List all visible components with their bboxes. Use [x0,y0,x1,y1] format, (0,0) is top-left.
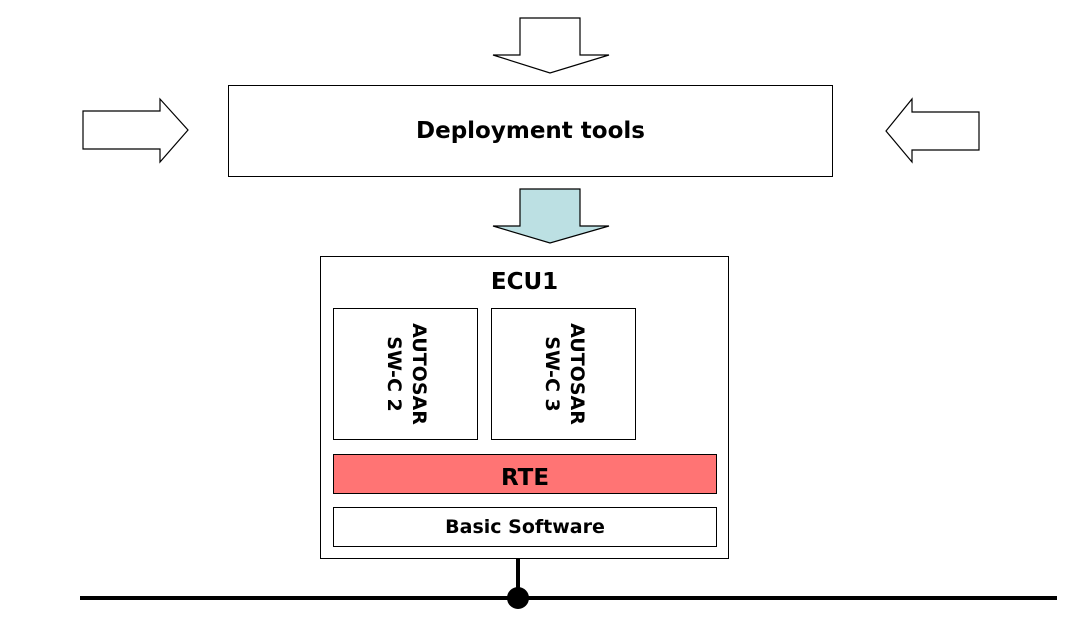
deployment-output-arrow-icon [492,188,610,244]
basic-software-layer: Basic Software [333,507,717,547]
bus-connector-line [516,559,520,597]
basic-software-label: Basic Software [445,516,605,538]
deployment-tools-label: Deployment tools [416,118,645,144]
software-component-box: AUTOSAR SW-C 2 [333,308,478,440]
software-component-label-line2: SW-C 3 [540,336,563,412]
software-component-box: AUTOSAR SW-C 3 [491,308,636,440]
rte-layer: RTE [333,454,717,494]
software-component-label-line1: AUTOSAR [565,323,588,425]
left-input-arrow-icon [82,97,189,164]
bus-node-dot [507,587,529,609]
right-input-arrow-icon [885,97,980,164]
software-component-label-line2: SW-C 2 [382,336,405,412]
communication-bus-line [80,596,1057,600]
rte-label: RTE [500,465,550,491]
software-component-label: AUTOSAR SW-C 3 [539,323,589,425]
ecu-title: ECU1 [490,269,559,295]
software-component-label-line1: AUTOSAR [407,323,430,425]
deployment-tools-box: Deployment tools [228,85,833,177]
software-component-label: AUTOSAR SW-C 2 [381,323,431,425]
top-input-arrow-icon [492,17,610,74]
